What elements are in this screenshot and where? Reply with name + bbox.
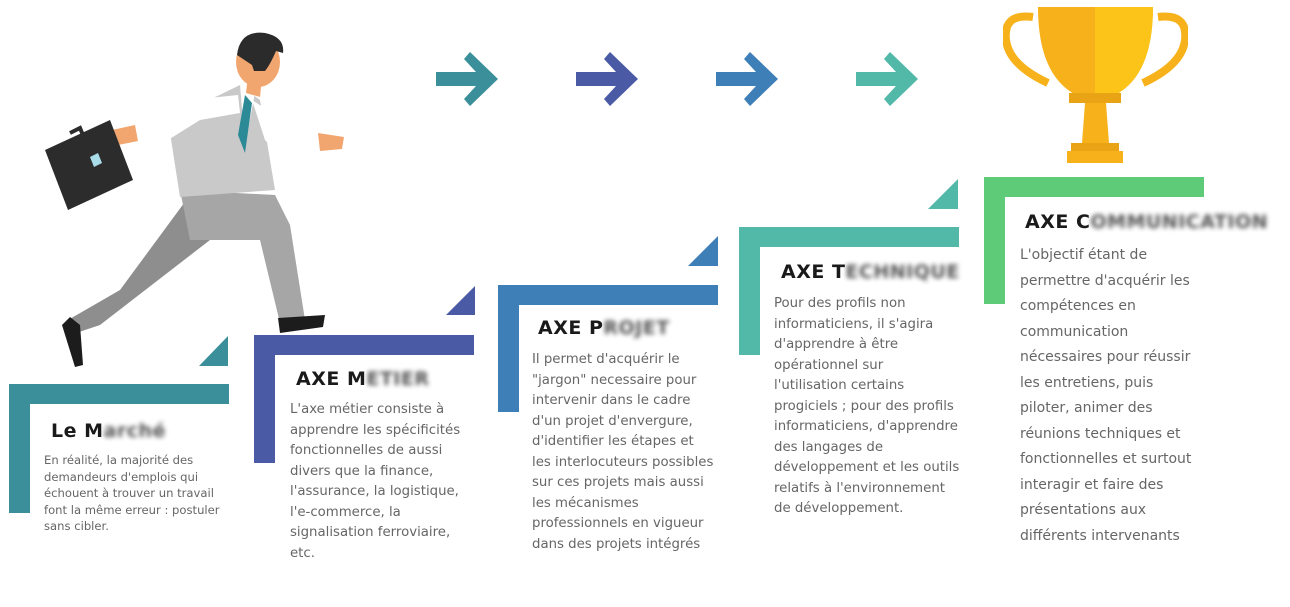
step-bracket-4: [739, 227, 959, 247]
arrow-2: [576, 46, 642, 112]
step-bracket-5-stem: [984, 177, 1005, 304]
step-corner-3: [688, 236, 718, 266]
step-bracket-2: [254, 335, 474, 355]
step-body-3: Il permet d'acquérir le "jargon" necessa…: [532, 352, 714, 552]
step-body-5: L'objectif étant de permettre d'acquérir…: [1020, 247, 1192, 544]
step-body-2: L'axe métier consiste à apprendre les sp…: [290, 402, 461, 561]
step-corner-2: [446, 286, 475, 315]
step-bracket-5: [984, 177, 1204, 197]
chevron-arrow-right-icon: [436, 52, 498, 106]
chevron-arrow-right-icon: [716, 52, 778, 106]
step-bracket-1-stem: [9, 384, 30, 513]
step-title-5: AXE COMMUNICATION: [1025, 211, 1269, 233]
step-bracket-3: [498, 285, 718, 305]
step-corner-1: [199, 336, 228, 366]
step-bracket-1: [9, 384, 229, 404]
step-title-3: AXE PROJET: [538, 317, 670, 339]
step-title-1: Le Marché: [51, 420, 166, 442]
step-bracket-4-stem: [739, 227, 760, 355]
step-corner-4: [928, 179, 958, 209]
step-bracket-3-stem: [498, 285, 519, 412]
step-title-2: AXE METIER: [296, 368, 430, 390]
trophy-icon: [1003, 7, 1188, 163]
step-title-4: AXE TECHNIQUE: [781, 261, 960, 283]
step-body-1: En réalité, la majorité des demandeurs d…: [44, 453, 220, 533]
arrow-3: [716, 46, 782, 112]
step-body-4: Pour des profils non informaticiens, il …: [774, 296, 960, 516]
arrow-1: [436, 46, 502, 112]
step-bracket-2-stem: [254, 335, 275, 463]
arrow-4: [856, 46, 922, 112]
chevron-arrow-right-icon: [576, 52, 638, 106]
chevron-arrow-right-icon: [856, 52, 918, 106]
running-businessman-illustration: [45, 32, 344, 367]
